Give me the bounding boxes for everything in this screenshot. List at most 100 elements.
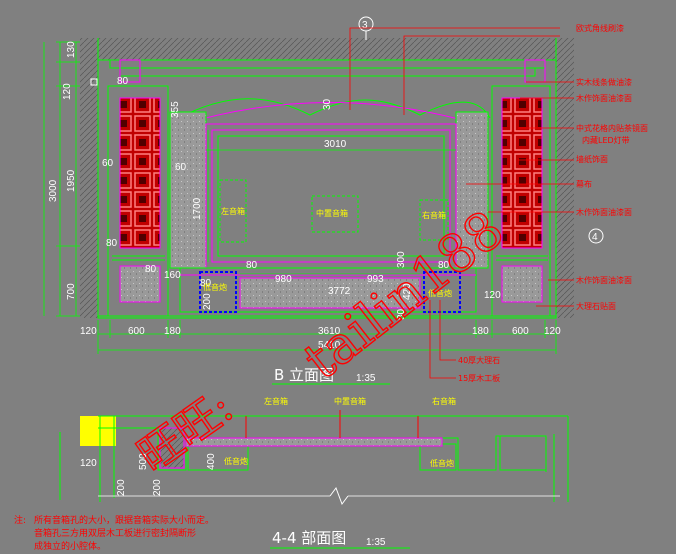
- section-dim-200b: 200: [152, 479, 163, 496]
- curtain-valance: [174, 98, 491, 121]
- dim-3010: 3010: [324, 139, 347, 150]
- dim-993: 993: [367, 274, 384, 285]
- label-bottom-1: 15厚木工板: [458, 373, 500, 383]
- right-marble-base: [501, 265, 543, 303]
- dim-bottom-3610: 3610: [318, 326, 341, 337]
- dim-80g: 80: [396, 308, 407, 320]
- label-low-left: 低音炮: [203, 282, 227, 292]
- dim-80e: 80: [438, 260, 450, 271]
- callout-3: 3: [362, 20, 368, 31]
- right-textured-strip: [455, 111, 489, 269]
- section-label-right: 右音箱: [432, 396, 456, 406]
- dim-80f: 80: [200, 278, 212, 289]
- left-pillar: [107, 85, 169, 317]
- left-vertical-dims: 130 120 1950 3000 700: [48, 41, 77, 300]
- dim-60-right: 60: [175, 162, 187, 173]
- section-marker: [80, 416, 116, 446]
- label-right-2: 木作饰面油漆面: [576, 93, 632, 103]
- scale-b-elevation: 1:35: [356, 373, 376, 384]
- section-dim-120: 120: [80, 458, 97, 469]
- label-right-8: 木作饰面油漆面: [576, 275, 632, 285]
- section-label-low-right: 低音炮: [430, 458, 454, 468]
- bottom-dims: 120 600 180 3610 180 600 120 5410: [80, 326, 561, 351]
- small-dims: 80 355 30 60 60 80 80 80 80 160 80 200 1…: [102, 76, 501, 320]
- selection-grip[interactable]: [90, 78, 98, 86]
- dim-355: 355: [170, 101, 181, 118]
- left-dim-lines: [43, 41, 80, 317]
- cabinet-marble-panel: [239, 277, 421, 309]
- right-lattice-panel: [501, 97, 543, 249]
- crown-molding: [109, 59, 546, 83]
- label-right-0: 欧式角线刷漆: [576, 23, 624, 33]
- callout-4: 4: [592, 232, 598, 243]
- dim-80c: 80: [145, 264, 157, 275]
- left-textured-strip: [169, 111, 207, 269]
- title-section: 4-4 部面图: [272, 529, 346, 547]
- label-right-3: 中式花格内贴茶镜面: [576, 123, 648, 133]
- label-bottom-0: 40厚大理石: [458, 355, 500, 365]
- dim-980: 980: [275, 274, 292, 285]
- label-center-speaker: 中置音箱: [316, 208, 348, 218]
- section-label-center: 中置音箱: [334, 396, 366, 406]
- dim-bottom-120-right: 120: [544, 326, 561, 337]
- left-subwoofer-box: [199, 271, 237, 313]
- dim-80a: 80: [117, 76, 129, 87]
- dim-30: 30: [322, 98, 333, 110]
- dim-120: 120: [62, 83, 73, 100]
- left-marble-base: [119, 265, 161, 303]
- dim-60-left: 60: [102, 158, 114, 169]
- right-wall-hatch: [556, 38, 574, 318]
- dim-bottom-120-left: 120: [80, 326, 97, 337]
- right-pillar: [491, 85, 551, 317]
- section-drawing: 左音箱 中置音箱 右音箱 低音炮 低音炮 120 500 200 400 200: [59, 396, 569, 506]
- left-lattice-panel: [119, 97, 161, 249]
- label-low-right: 低音炮: [428, 288, 452, 298]
- arch-line: [179, 102, 481, 126]
- label-right-4: 内藏LED灯带: [582, 135, 630, 145]
- material-labels: 欧式角线刷漆 实木线条做油漆 木作饰面油漆面 中式花格内贴茶镜面 内藏LED灯带…: [458, 23, 648, 383]
- scale-section: 1:35: [366, 537, 386, 548]
- dim-bottom-180-left: 180: [164, 326, 181, 337]
- note-line-2: 音箱孔三方用双层木工板进行密封隔断形: [34, 527, 196, 539]
- bottom-dim-lines: [97, 320, 557, 354]
- label-right-7: 木作饰面油漆面: [576, 207, 632, 217]
- dim-1700: 1700: [192, 197, 203, 220]
- dim-total-5410: 5410: [318, 340, 341, 351]
- left-speaker-box: [219, 179, 247, 243]
- title-b-elevation: B 立面图: [274, 366, 334, 384]
- center-speaker-box: [311, 195, 359, 233]
- section-label-left: 左音箱: [264, 396, 288, 406]
- dim-120-right: 120: [484, 290, 501, 301]
- dim-700: 700: [66, 283, 77, 300]
- right-speaker-box: [419, 199, 449, 241]
- note-prefix: 注:: [14, 514, 26, 526]
- note-line-3: 成独立的小腔体。: [34, 540, 106, 552]
- right-subwoofer-box: [423, 271, 461, 313]
- tv-cabinet: [179, 267, 477, 313]
- dim-3772: 3772: [328, 286, 351, 297]
- label-right-1: 实木线条做油漆: [576, 77, 632, 87]
- dim-80d: 80: [246, 260, 258, 271]
- dim-160: 160: [164, 270, 181, 281]
- dim-200: 200: [202, 293, 213, 310]
- section-dim-400: 400: [206, 453, 217, 470]
- dim-bottom-600-right: 600: [512, 326, 529, 337]
- callout-circle-4: [588, 228, 604, 244]
- section-label-low-left: 低音炮: [224, 456, 248, 466]
- label-right-9: 大理石贴面: [576, 301, 616, 311]
- left-wall-hatch: [80, 38, 98, 318]
- label-right-speaker: 右音箱: [422, 210, 446, 220]
- dim-300: 300: [396, 251, 407, 268]
- ceiling-hatch: [98, 38, 556, 60]
- notes: 注: 所有音箱孔的大小，跟据音箱实际大小而定。 音箱孔三方用双层木工板进行密封隔…: [14, 514, 214, 552]
- section-dim-500: 500: [138, 453, 149, 470]
- dim-130: 130: [66, 41, 77, 58]
- label-left-speaker: 左音箱: [221, 206, 245, 216]
- dim-3000: 3000: [48, 179, 59, 202]
- dim-80b: 80: [106, 238, 118, 249]
- leader-lines: [349, 27, 574, 379]
- dim-bottom-600-left: 600: [128, 326, 145, 337]
- section-dim-200a: 200: [116, 479, 127, 496]
- note-line-1: 所有音箱孔的大小，跟据音箱实际大小而定。: [34, 514, 214, 526]
